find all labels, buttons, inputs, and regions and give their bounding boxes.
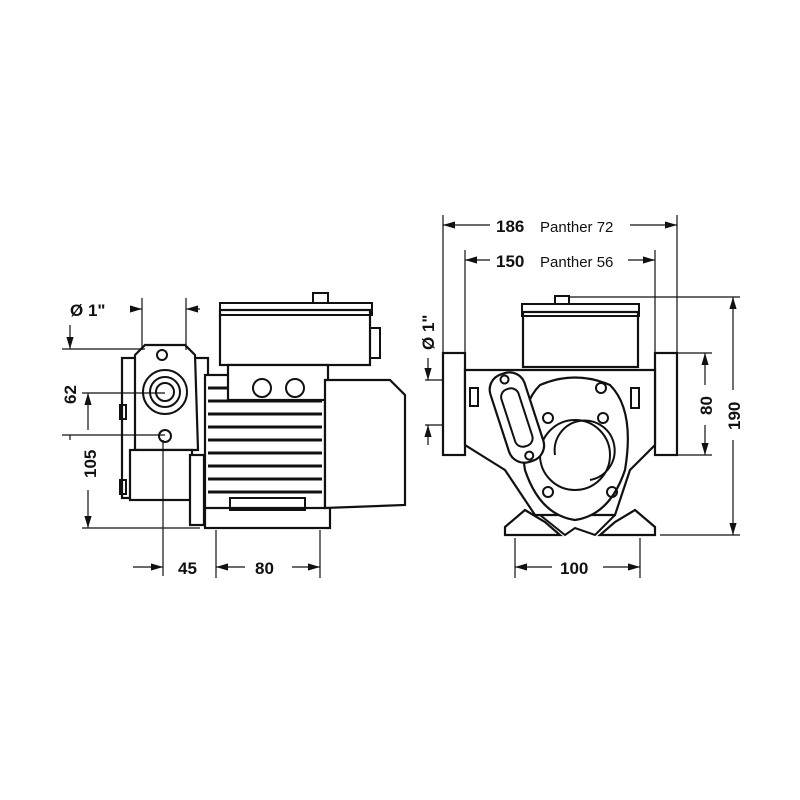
side-dim-105: 105: [81, 450, 100, 478]
side-port-diameter-label: Ø 1": [70, 301, 105, 320]
front-dim-190: 190: [725, 402, 744, 430]
pump-head: [119, 343, 210, 527]
side-dim-45: 45: [178, 559, 197, 578]
front-width-186-value: 186: [496, 217, 524, 236]
side-view: Ø 1" 62 105 45 80: [61, 292, 407, 578]
front-dim-100: 100: [560, 559, 588, 578]
right-foot: [597, 508, 657, 537]
rotation-arrow-icon: [553, 419, 616, 481]
side-dim-62: 62: [61, 385, 80, 404]
front-width-150-model: Panther 56: [540, 254, 613, 271]
brand-plate: [488, 371, 546, 464]
front-width-150-value: 150: [496, 252, 524, 271]
front-width-186-model: Panther 72: [540, 219, 613, 236]
fan-cover: [323, 378, 407, 510]
side-dim-80: 80: [255, 559, 274, 578]
outlet-flange: [653, 351, 679, 457]
inlet-flange: [441, 351, 467, 457]
cable-gland-1: [252, 378, 272, 398]
left-foot: [503, 508, 563, 537]
front-port-diameter-label: Ø 1": [419, 315, 438, 350]
terminal-box: [218, 292, 381, 402]
cable-gland-2: [285, 378, 305, 398]
front-terminal-box: [521, 295, 640, 369]
front-dim-80: 80: [697, 396, 716, 415]
front-view: 186 Panther 72 150 Panther 56 Ø 1": [419, 215, 744, 578]
